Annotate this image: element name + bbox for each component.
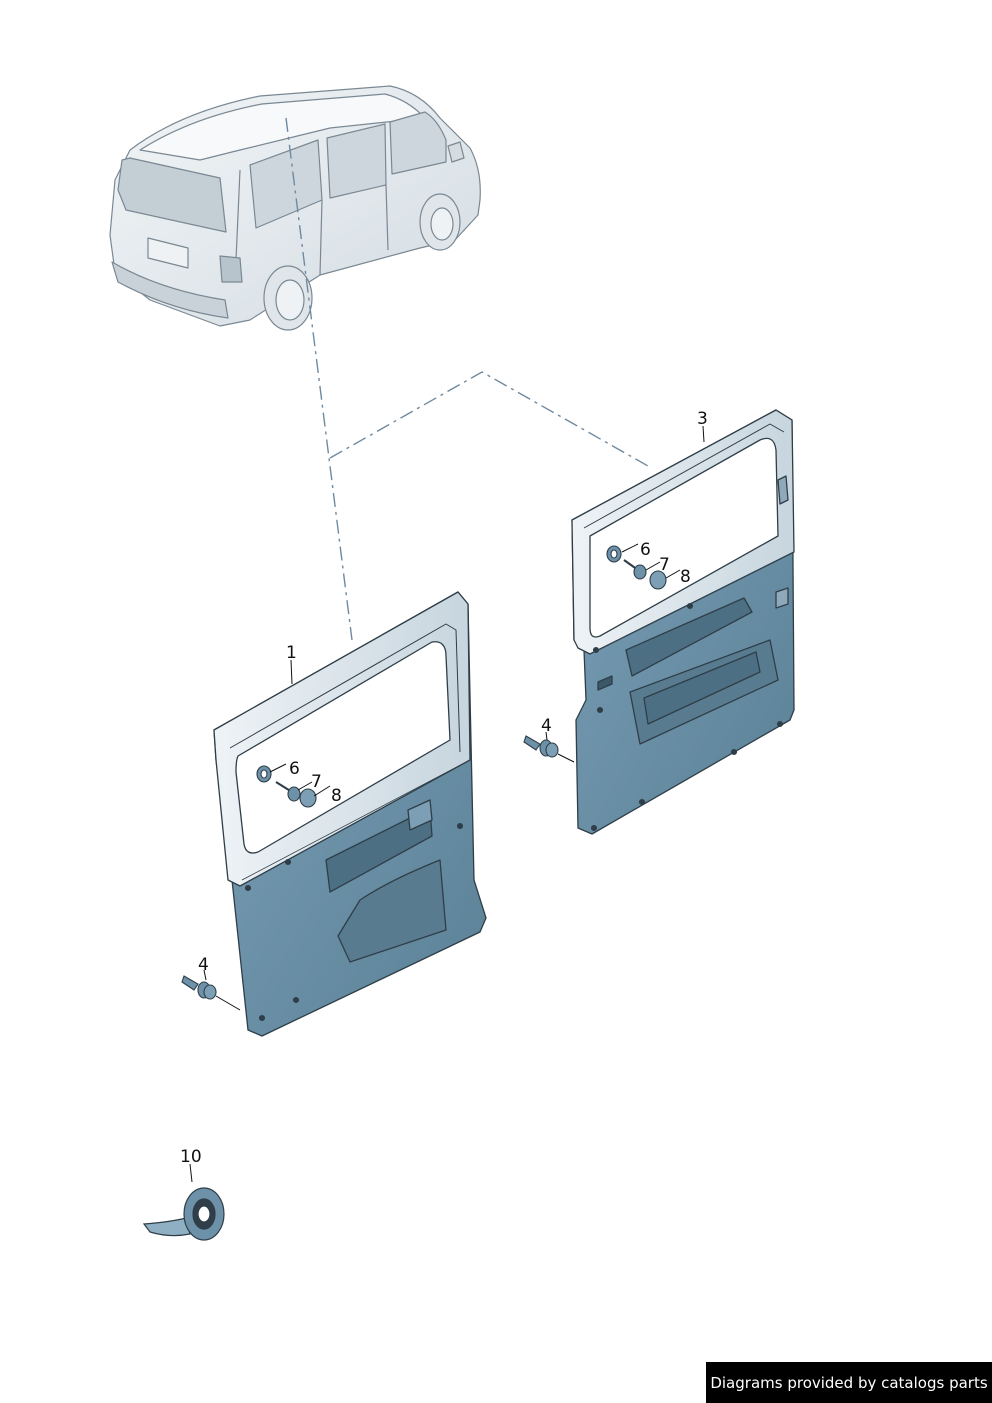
leader-lines	[189, 425, 705, 1183]
clip-left	[181, 975, 241, 1011]
callout-8-right: 8	[680, 567, 691, 587]
fastener-set-right	[606, 545, 667, 590]
callout-10: 10	[180, 1147, 202, 1167]
callout-4-right: 4	[541, 716, 552, 736]
watermark-banner: Diagrams provided by catalogs parts	[706, 1362, 992, 1403]
callout-6-left: 6	[289, 759, 300, 779]
callout-3: 3	[697, 409, 708, 429]
callout-8-left: 8	[331, 786, 342, 806]
callout-labels: 1 3 4 4 6 7 8 6 7 8 10	[180, 409, 708, 1167]
callout-7-right: 7	[659, 555, 670, 575]
watermark-text: Diagrams provided by catalogs parts	[710, 1373, 988, 1392]
door-panel-left	[213, 591, 487, 1037]
callout-7-left: 7	[311, 772, 322, 792]
callout-6-right: 6	[640, 540, 651, 560]
vehicle-illustration	[109, 85, 481, 331]
assembly-centerlines	[285, 117, 649, 641]
callout-4-left: 4	[198, 955, 209, 975]
tape-roll	[142, 1187, 225, 1241]
clip-right	[523, 735, 575, 763]
fastener-set-left	[256, 765, 317, 808]
door-panel-right	[571, 409, 795, 835]
callout-1: 1	[286, 643, 297, 663]
